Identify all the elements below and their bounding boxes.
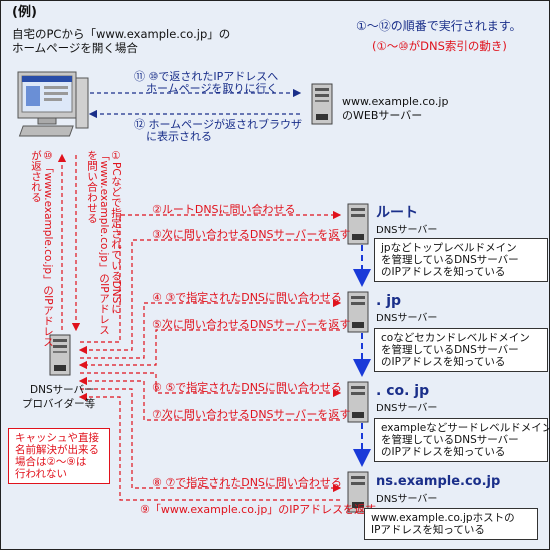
step11-line-2: ホームページを取りに行く bbox=[146, 82, 278, 95]
root-server-type: DNSサーバー bbox=[376, 225, 438, 236]
ns-server-name: ns.example.co.jp bbox=[376, 474, 501, 489]
cojp-server-desc: exampleなどサードレベルドメインを管理しているDNSサーバーのIPアドレス… bbox=[374, 418, 550, 462]
step4-label: ④ ③で指定されたDNSに問い合わせる bbox=[152, 291, 342, 304]
intro-line-1: 自宅のPCから「www.example.co.jp」の bbox=[12, 27, 231, 41]
jp-server-type: DNSサーバー bbox=[376, 313, 438, 324]
step12-line-1: ⑫ ホームページが返されブラウザ bbox=[134, 118, 302, 131]
arrow-2 bbox=[80, 210, 342, 343]
root-server-name: ルート bbox=[376, 205, 418, 221]
web-server-icon bbox=[311, 83, 333, 125]
step9-label: ⑨「www.example.co.jp」のIPアドレスを返す bbox=[140, 503, 377, 516]
cache-note: キャッシュや直接名前解決が出来る場合は②～⑨は行われない bbox=[8, 428, 110, 484]
jp-server-icon bbox=[347, 291, 369, 333]
arrow-5 bbox=[78, 329, 340, 370]
step10-label: ⑩「www.example.co.jp」のIPアドレスが返される bbox=[30, 150, 54, 347]
provider-name-2: プロバイダー等 bbox=[22, 398, 96, 410]
arrow-8 bbox=[80, 388, 342, 493]
ns-server-type: DNSサーバー bbox=[376, 494, 438, 505]
arrow-4 bbox=[80, 298, 342, 359]
provider-name-1: DNSサーバー bbox=[30, 384, 95, 396]
step2-label: ②ルートDNSに問い合わせる bbox=[152, 203, 296, 216]
legend-dns-steps: (①～⑩がDNS索引の動き) bbox=[372, 39, 507, 53]
step5-label: ⑤次に問い合わせるDNSサーバーを返す bbox=[152, 318, 351, 331]
pc-icon bbox=[17, 71, 89, 137]
provider-server-icon bbox=[49, 334, 71, 376]
arrow-7 bbox=[78, 376, 340, 421]
jp-server-desc: coなどセカンドレベルドメインを管理しているDNSサーバーのIPアドレスを知って… bbox=[374, 328, 548, 372]
cojp-server-type: DNSサーバー bbox=[376, 403, 438, 414]
root-server-icon bbox=[347, 203, 369, 245]
step8-label: ⑧ ⑦で指定されたDNSに問い合わせる bbox=[152, 476, 342, 489]
step12-line-2: に表示される bbox=[146, 130, 212, 143]
arrow-6 bbox=[80, 372, 342, 398]
cojp-server-name: . co. jp bbox=[376, 383, 430, 399]
step6-label: ⑥ ⑤で指定されたDNSに問い合わせる bbox=[152, 381, 342, 394]
root-server-desc: jpなどトップレベルドメインを管理しているDNSサーバーのIPアドレスを知ってい… bbox=[374, 238, 548, 282]
arrow-3 bbox=[78, 239, 340, 355]
step1-label: ①PCなどで指定されているDNSに「www.example.co.jp」のIPア… bbox=[86, 150, 122, 335]
cojp-server-icon bbox=[347, 381, 369, 423]
step3-label: ③次に問い合わせるDNSサーバーを返す bbox=[152, 228, 351, 241]
example-label: (例) bbox=[12, 5, 37, 20]
web-server-host: www.example.co.jp bbox=[342, 95, 449, 108]
legend-order: ①～⑫の順番で実行されます。 bbox=[356, 19, 522, 33]
web-server-label: のWEBサーバー bbox=[342, 109, 423, 122]
step11-line-1: ⑪ ⑩で返されたIPアドレスへ bbox=[134, 70, 279, 83]
intro-line-2: ホームページを開く場合 bbox=[12, 41, 138, 55]
arrow-9 bbox=[78, 392, 340, 501]
ns-server-icon bbox=[347, 471, 369, 513]
step7-label: ⑦次に問い合わせるDNSサーバーを返す bbox=[152, 408, 351, 421]
jp-server-name: . jp bbox=[376, 293, 402, 309]
